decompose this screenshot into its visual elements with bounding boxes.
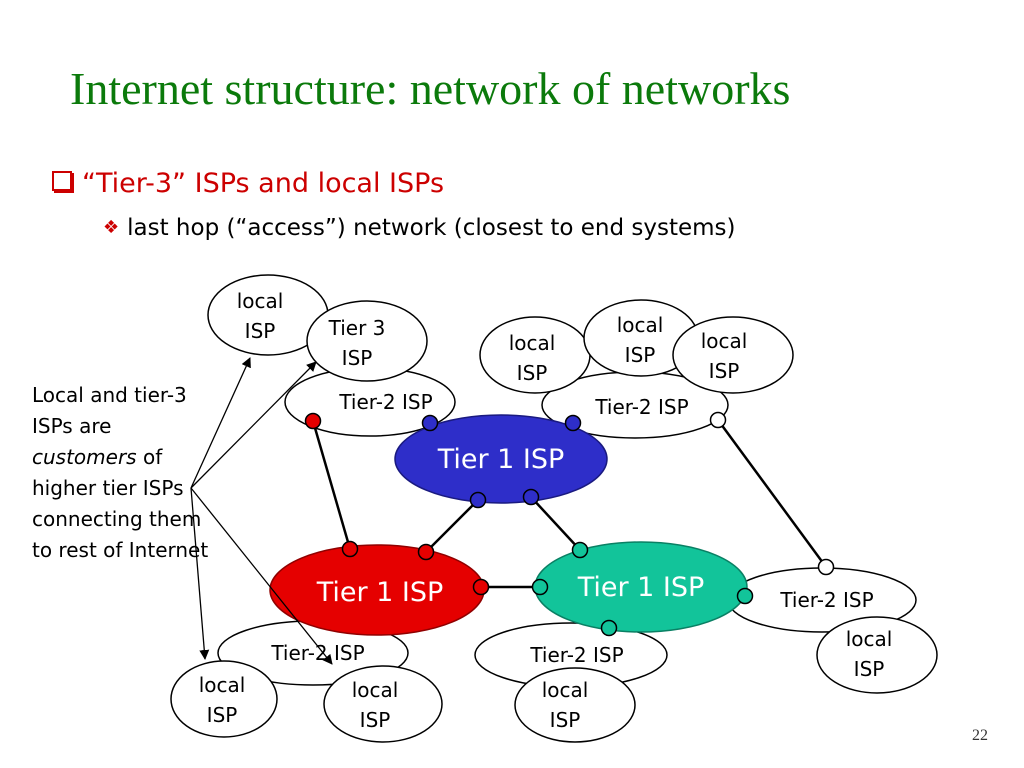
- tier1-label-red: Tier 1 ISP: [316, 577, 444, 608]
- local-isp-label-top-center-l1: local: [617, 313, 664, 337]
- local-isp-label-top-mid-l2: ISP: [517, 361, 548, 385]
- local-isp-bottom-right: [816, 616, 938, 694]
- tier1-label-blue: Tier 1 ISP: [437, 444, 565, 475]
- local-isp-bottom-middle: [514, 667, 636, 743]
- router-red-dot: [341, 540, 359, 558]
- link-blue-green: [530, 496, 581, 551]
- tier3-label-l1: Tier 3: [328, 316, 386, 340]
- customers-note-pre: Local and tier-3 ISPs are: [32, 383, 187, 438]
- link-red-tier2-top-left: [311, 420, 352, 550]
- router-blue-dot: [564, 414, 582, 432]
- page-number: 22: [972, 727, 988, 744]
- local-isp-label-bottom-middle-l1: local: [542, 678, 589, 702]
- customers-note-post: of higher tier ISPs connecting them to r…: [32, 445, 209, 562]
- local-isp-label-top-left-l1: local: [237, 289, 284, 313]
- local-isp-bottom-left: [170, 660, 278, 738]
- tier2-label-bottom-middle: Tier-2 ISP: [529, 643, 623, 667]
- local-isp-top-right: [672, 316, 794, 394]
- router-white-dot: [709, 411, 727, 429]
- local-isp-label-bottom-left-2-l1: local: [352, 678, 399, 702]
- local-isp-label-bottom-left-l1: local: [199, 673, 246, 697]
- tier3-label-l2: ISP: [342, 346, 373, 370]
- bullet-tier3-local: “Tier-3” ISPs and local ISPs: [52, 168, 444, 199]
- router-blue-dot: [469, 491, 487, 509]
- local-isp-label-top-right-l1: local: [701, 329, 748, 353]
- tier1-label-green: Tier 1 ISP: [577, 572, 705, 603]
- tier2-label-bottom-left: Tier-2 ISP: [270, 641, 364, 665]
- tier2-label-right: Tier-2 ISP: [779, 588, 873, 612]
- router-green-dot: [531, 578, 549, 596]
- local-isp-label-bottom-middle-l2: ISP: [550, 708, 581, 732]
- local-isp-bottom-left-2: [323, 665, 443, 743]
- diamond-bullet-icon: ❖: [103, 217, 120, 238]
- local-isp-label-top-center-l2: ISP: [625, 343, 656, 367]
- arrow-to-local-isp-bottom-left: [190, 487, 210, 660]
- router-red-dot: [417, 543, 435, 561]
- local-isp-label-top-right-l2: ISP: [709, 359, 740, 383]
- slide-title: Internet structure: network of networks: [70, 63, 791, 114]
- link-red-blue: [425, 499, 479, 553]
- customers-note: Local and tier-3 ISPs are customers of h…: [32, 380, 212, 566]
- router-red-dot: [304, 412, 322, 430]
- router-green-dot: [600, 619, 618, 637]
- arrow-to-local-isp-bottom-left-2: [190, 487, 333, 665]
- router-blue-dot: [522, 488, 540, 506]
- tier3-isp: [306, 300, 428, 382]
- router-red-dot: [472, 578, 490, 596]
- router-white-dot: [817, 558, 835, 576]
- customers-note-emphasis: customers: [32, 445, 137, 469]
- router-blue-dot: [421, 414, 439, 432]
- bullet-tier3-local-text: “Tier-3” ISPs and local ISPs: [82, 168, 445, 199]
- local-isp-label-bottom-left-2-l2: ISP: [360, 708, 391, 732]
- tier2-label-top-right: Tier-2 ISP: [594, 395, 688, 419]
- local-isp-label-bottom-right-l1: local: [846, 627, 893, 651]
- local-isp-label-bottom-left-l2: ISP: [207, 703, 238, 727]
- local-isp-label-top-mid-l1: local: [509, 331, 556, 355]
- link-tier2-top-right-to-tier2-right: [716, 419, 828, 568]
- local-isp-label-top-left-l2: ISP: [245, 319, 276, 343]
- checkbox-bullet-icon: [52, 171, 72, 191]
- arrow-to-local-isp-top-left: [190, 357, 251, 489]
- sub-bullet-last-hop: ❖ last hop (“access”) network (closest to…: [103, 215, 735, 241]
- tier2-label-top-left: Tier-2 ISP: [338, 390, 432, 414]
- router-green-dot: [571, 541, 589, 559]
- local-isp-label-bottom-right-l2: ISP: [854, 657, 885, 681]
- sub-bullet-last-hop-text: last hop (“access”) network (closest to …: [127, 215, 736, 241]
- arrow-to-tier3-isp: [190, 361, 317, 489]
- router-green-dot: [736, 587, 754, 605]
- tier1-isp-blue: [394, 414, 608, 504]
